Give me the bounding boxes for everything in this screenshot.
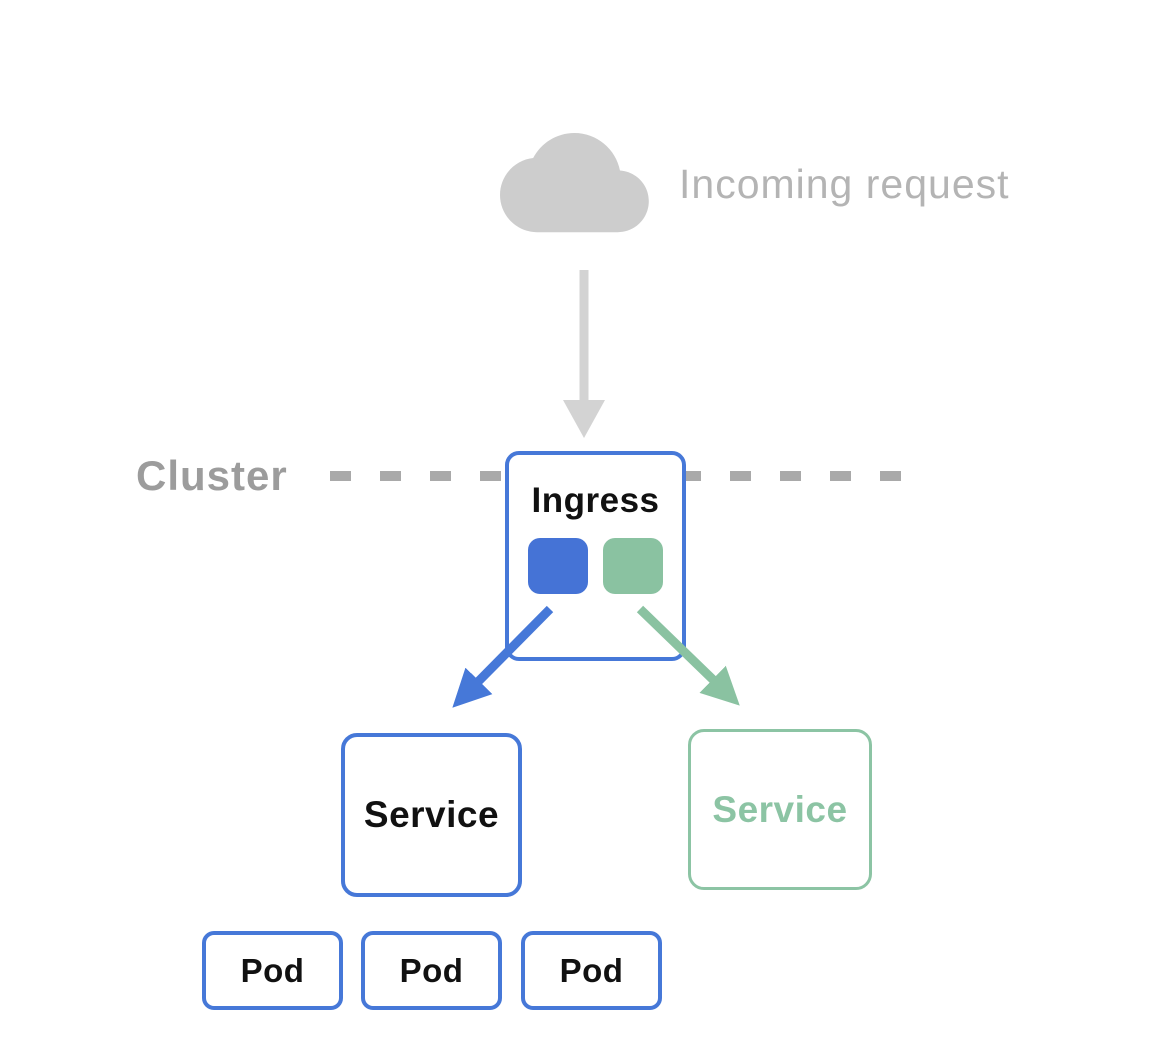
ingress-endpoints [528,538,663,594]
pod-node-3: Pod [521,931,662,1010]
service-green-label: Service [712,788,848,830]
pod-node-1: Pod [202,931,343,1010]
service-blue-label: Service [363,794,500,835]
pod-1-label: Pod [240,951,305,989]
pod-2-label: Pod [399,951,464,989]
cluster-label: Cluster [136,452,288,499]
pod-node-2: Pod [361,931,502,1010]
incoming-request-label: Incoming request [679,161,1010,207]
cloud-icon [500,133,649,233]
service-blue-node: Service [341,733,522,897]
arrow-down-icon [563,270,605,438]
green-endpoint-swatch [603,538,663,594]
service-green-node: Service [688,729,872,890]
blue-endpoint-swatch [528,538,588,594]
ingress-label: Ingress [531,481,660,520]
pod-3-label: Pod [559,951,624,989]
ingress-node: Ingress [505,451,686,661]
